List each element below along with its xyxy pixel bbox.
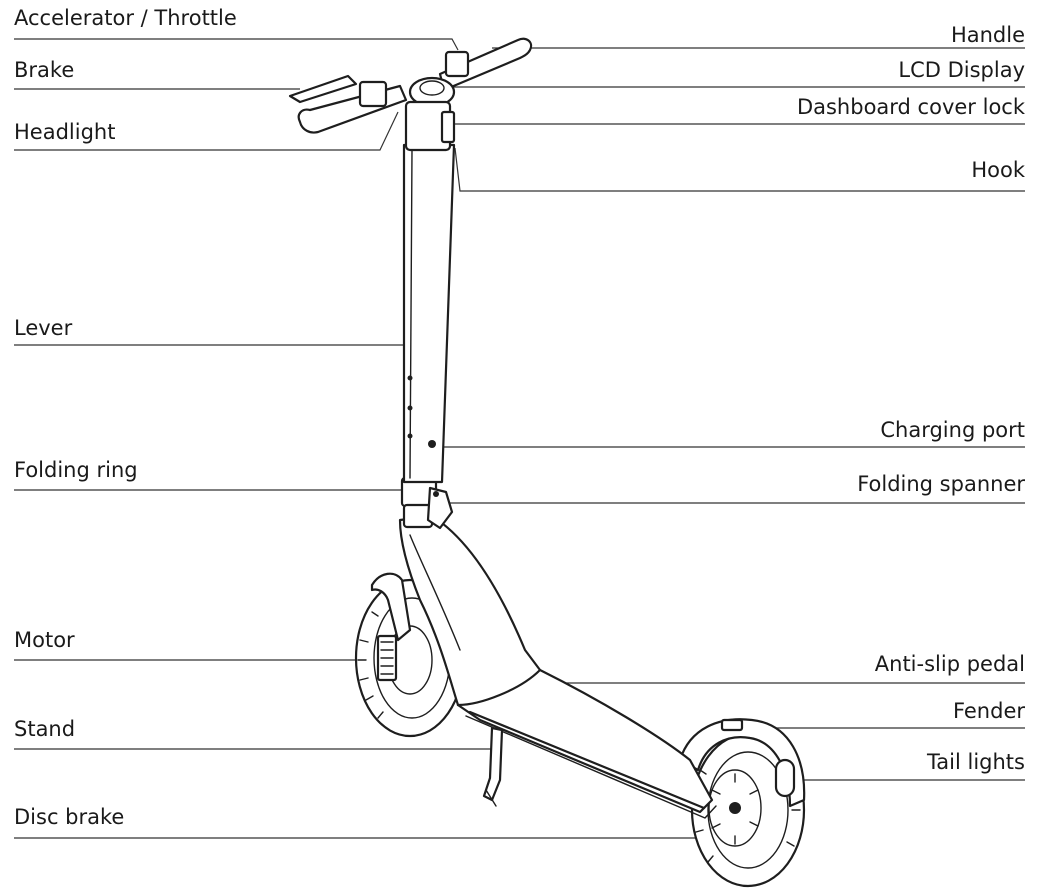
- label-lever: Lever: [14, 316, 73, 340]
- label-dashboard-cover-lock: Dashboard cover lock: [796, 95, 1025, 119]
- tail-light-housing: [774, 758, 796, 798]
- label-lcd-display: LCD Display: [898, 58, 1025, 82]
- label-disc-brake: Disc brake: [14, 805, 125, 829]
- label-folding-ring: Folding ring: [14, 458, 138, 482]
- label-anti-slip-pedal: Anti-slip pedal: [874, 652, 1025, 676]
- frame-neck: [398, 514, 542, 707]
- charging-port-dot: [428, 440, 436, 448]
- stand: [482, 726, 504, 802]
- handlebar: [288, 37, 533, 152]
- label-folding-spanner: Folding spanner: [857, 472, 1025, 496]
- label-handle: Handle: [950, 23, 1025, 47]
- label-tail-lights: Tail lights: [926, 750, 1025, 774]
- label-motor: Motor: [14, 628, 75, 652]
- label-stand: Stand: [14, 717, 76, 741]
- label-fender: Fender: [952, 699, 1025, 723]
- label-brake: Brake: [14, 58, 75, 82]
- leader-headlight: [14, 111, 399, 151]
- leader-accelerator: [14, 38, 459, 51]
- label-accelerator: Accelerator / Throttle: [14, 6, 237, 30]
- label-hook: Hook: [971, 158, 1025, 182]
- folding-spanner: [426, 486, 454, 530]
- front-fork: [370, 572, 412, 642]
- label-charging-port: Charging port: [880, 418, 1025, 442]
- leader-lines: [14, 38, 1025, 839]
- leader-hook: [454, 147, 1025, 192]
- label-headlight: Headlight: [14, 120, 116, 144]
